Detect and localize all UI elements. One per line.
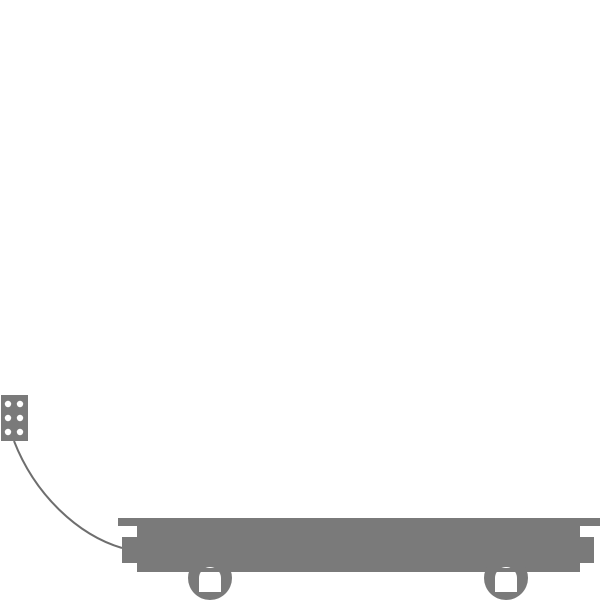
pendant-button — [4, 400, 12, 408]
cart-right-bumper — [580, 537, 594, 563]
transfer-cart-icon — [118, 518, 600, 600]
cart-wheel-left — [175, 556, 245, 600]
control-cable — [13, 440, 123, 549]
pendant-button — [4, 428, 12, 436]
control-pendant-icon — [1, 395, 28, 441]
cart-left-bumper — [122, 537, 137, 563]
cart-wheel-right — [471, 556, 541, 600]
pendant-button — [16, 414, 24, 422]
pendant-button — [4, 414, 12, 422]
pendant-button — [16, 400, 24, 408]
cart-top-deck — [118, 518, 600, 526]
pendant-button — [16, 428, 24, 436]
